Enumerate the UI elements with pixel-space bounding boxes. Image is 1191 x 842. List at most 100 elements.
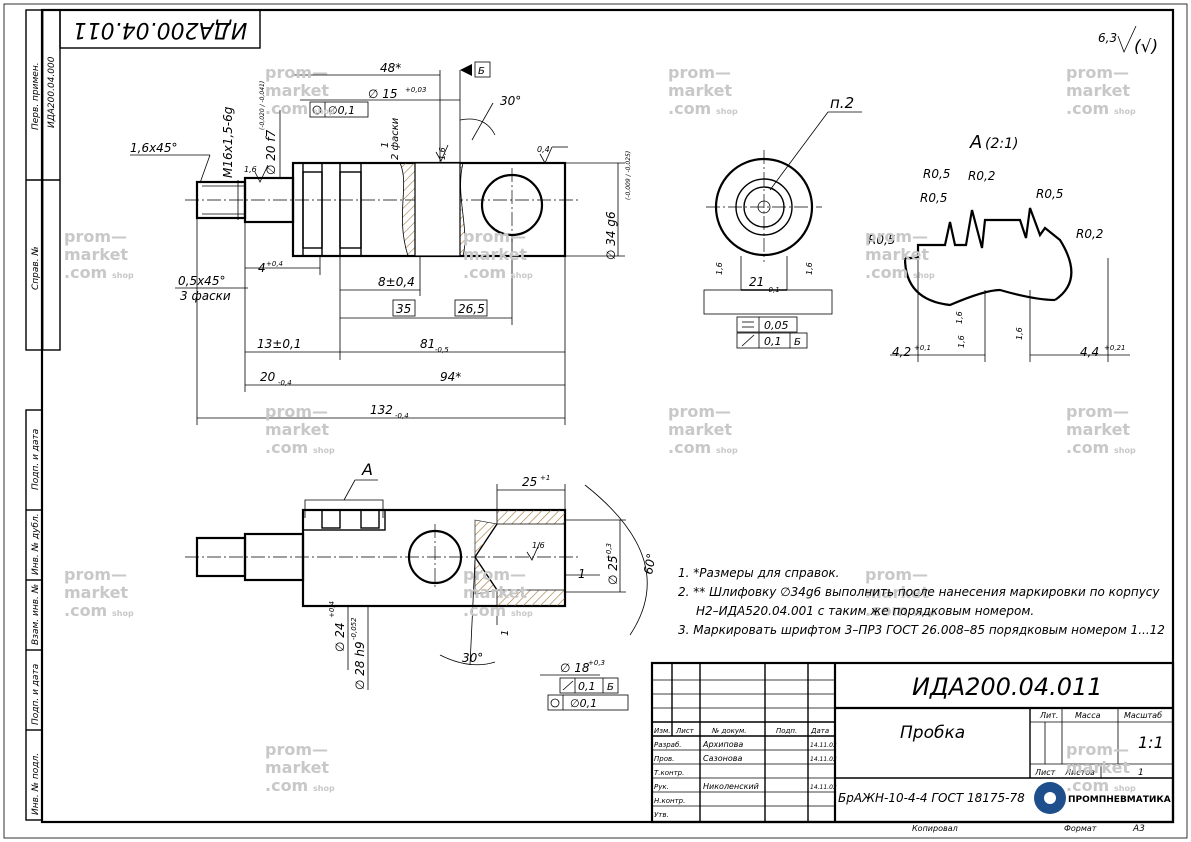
view-a-title: А — [969, 132, 982, 153]
svg-text:market: market — [668, 81, 732, 100]
svg-text:prom—: prom— — [668, 402, 731, 421]
svg-text:prom—: prom— — [1066, 740, 1129, 759]
title-mass-label: Масса — [1075, 711, 1101, 720]
dim-angle-30-main: 30° — [500, 94, 521, 108]
svg-text:0,1: 0,1 — [764, 335, 782, 348]
dim-20: 20 — [260, 370, 276, 384]
title-row-role-1: Пров. — [654, 755, 674, 763]
dim-25: 25 — [522, 475, 537, 489]
title-sheets-value: 1 — [1138, 768, 1144, 778]
title-sheets-label: Листов — [1064, 768, 1095, 777]
svg-text:prom—: prom— — [265, 740, 328, 759]
title-format-label: Формат — [1064, 824, 1097, 833]
title-drawing-number: ИДА200.04.011 — [912, 673, 1103, 701]
dim-r05-b: R0,5 — [920, 191, 947, 205]
svg-text:shop: shop — [112, 609, 134, 618]
dim-13: 13±0,1 — [257, 337, 301, 351]
dim-d20f7: ∅ 20 f7 — [264, 129, 278, 175]
svg-text:market: market — [668, 420, 732, 439]
lower-view-a-marker: А — [361, 460, 373, 479]
svg-text:1,6: 1,6 — [957, 335, 966, 348]
svg-text:market: market — [265, 81, 329, 100]
svg-text:prom—: prom— — [265, 63, 328, 82]
dim-2-chamfers: 2 фаски — [390, 117, 401, 160]
main-view-dimensions: 48* Б ∅ 15 +0,03 ∅0,1 30° 2 фаски 1 1,6x… — [130, 61, 632, 425]
svg-text:market: market — [865, 583, 929, 602]
svg-text:prom—: prom— — [463, 565, 526, 584]
dim-r02-b: R0,2 — [1076, 227, 1103, 241]
title-header-sign: Подп. — [776, 727, 797, 735]
svg-text:prom—: prom— — [1066, 402, 1129, 421]
svg-text:shop: shop — [511, 609, 533, 618]
svg-text:shop: shop — [511, 271, 533, 280]
side-stamp: Перв. примен. ИДА200.04.000 Справ. № Под… — [25, 9, 61, 821]
svg-text:market: market — [463, 245, 527, 264]
rotated-drawing-number: ИДА200.04.011 — [73, 17, 248, 42]
svg-text:prom—: prom— — [865, 565, 928, 584]
title-format-value: A3 — [1132, 824, 1145, 834]
main-view — [185, 144, 580, 258]
title-row-role-3: Рук. — [654, 783, 669, 791]
svg-text:-0,052: -0,052 — [350, 617, 358, 640]
svg-text:market: market — [463, 583, 527, 602]
note-2: 2. ** Шлифовку ∅34g6 выполнить после нан… — [678, 585, 1160, 599]
position-tolerance-frame-2 — [547, 694, 629, 711]
svg-text:market: market — [265, 758, 329, 777]
svg-text:shop: shop — [913, 271, 935, 280]
label-p2: п.2 — [830, 94, 854, 112]
position-tolerance-frame-1 — [309, 101, 369, 118]
svg-text:6,3: 6,3 — [1098, 31, 1117, 45]
side-stamp-parent-number: ИДА200.04.000 — [47, 56, 57, 128]
title-sheet-label: Лист — [1034, 768, 1056, 777]
svg-text:-0,1: -0,1 — [766, 286, 780, 294]
title-lit-label: Лит. — [1039, 711, 1058, 720]
svg-text:.com: .com — [668, 438, 711, 457]
svg-text:shop: shop — [112, 271, 134, 280]
svg-text:market: market — [1066, 420, 1130, 439]
svg-text:prom—: prom— — [64, 565, 127, 584]
sheet-outer-border — [3, 3, 1188, 839]
svg-text:shop: shop — [1114, 784, 1136, 793]
svg-text:(-0,009 / -0,025): (-0,009 / -0,025) — [625, 151, 632, 200]
title-row-name-3: Николенский — [703, 782, 759, 791]
title-header-izm: Изм. — [654, 727, 670, 735]
perpendicularity-frame-lower — [559, 677, 619, 694]
svg-text:0,1: 0,1 — [578, 680, 596, 693]
end-view: п.2 21 -0,1 1,6 1,6 0,05 0,1 Б — [703, 94, 862, 349]
title-row-role-2: Т.контр. — [654, 769, 684, 777]
title-row-role-0: Разраб. — [654, 741, 682, 749]
detail-view-a: А (2:1) R0,5 R0,5 R0,2 R0,5 R0,5 R0,2 4,… — [868, 132, 1130, 362]
svg-text:-0,4: -0,4 — [278, 379, 292, 387]
svg-text:.com: .com — [265, 438, 308, 457]
dim-4-2: 4,2 — [892, 345, 911, 359]
svg-text:.com: .com — [265, 99, 308, 118]
title-header-doc: № докум. — [711, 727, 747, 735]
side-stamp-dup-inv: Инв. № дубл. — [31, 513, 41, 575]
svg-text:1,6: 1,6 — [955, 311, 964, 324]
roughness-general-symbol: 6,3 (√) — [1098, 25, 1158, 57]
svg-text:.com: .com — [1066, 438, 1109, 457]
svg-text:.com: .com — [865, 601, 908, 620]
svg-text:.com: .com — [668, 99, 711, 118]
dim-4: 4 — [258, 261, 266, 275]
dim-4-4: 4,4 — [1080, 345, 1099, 359]
svg-text:market: market — [1066, 81, 1130, 100]
svg-text:market: market — [1066, 758, 1130, 777]
svg-text:(√): (√) — [1134, 37, 1158, 57]
svg-text:1,6: 1,6 — [715, 262, 724, 275]
svg-text:-0,4: -0,4 — [395, 412, 409, 420]
rotated-number-box — [59, 9, 261, 49]
dim-94: 94* — [440, 370, 461, 384]
svg-text:+1: +1 — [540, 474, 550, 482]
technical-notes: 1. *Размеры для справок. 2. ** Шлифовку … — [678, 564, 1165, 640]
note-1: 1. *Размеры для справок. — [678, 566, 840, 580]
svg-text:-0,5: -0,5 — [435, 346, 449, 354]
title-header-date: Дата — [810, 727, 829, 735]
svg-text:.com: .com — [64, 263, 107, 282]
title-row-date-1: 14.11.03 — [810, 756, 837, 763]
dim-8: 8±0,4 — [378, 275, 415, 289]
svg-text:shop: shop — [716, 446, 738, 455]
dim-d34g6: ∅ 34 g6 — [604, 211, 618, 260]
svg-text:Б: Б — [794, 337, 801, 348]
